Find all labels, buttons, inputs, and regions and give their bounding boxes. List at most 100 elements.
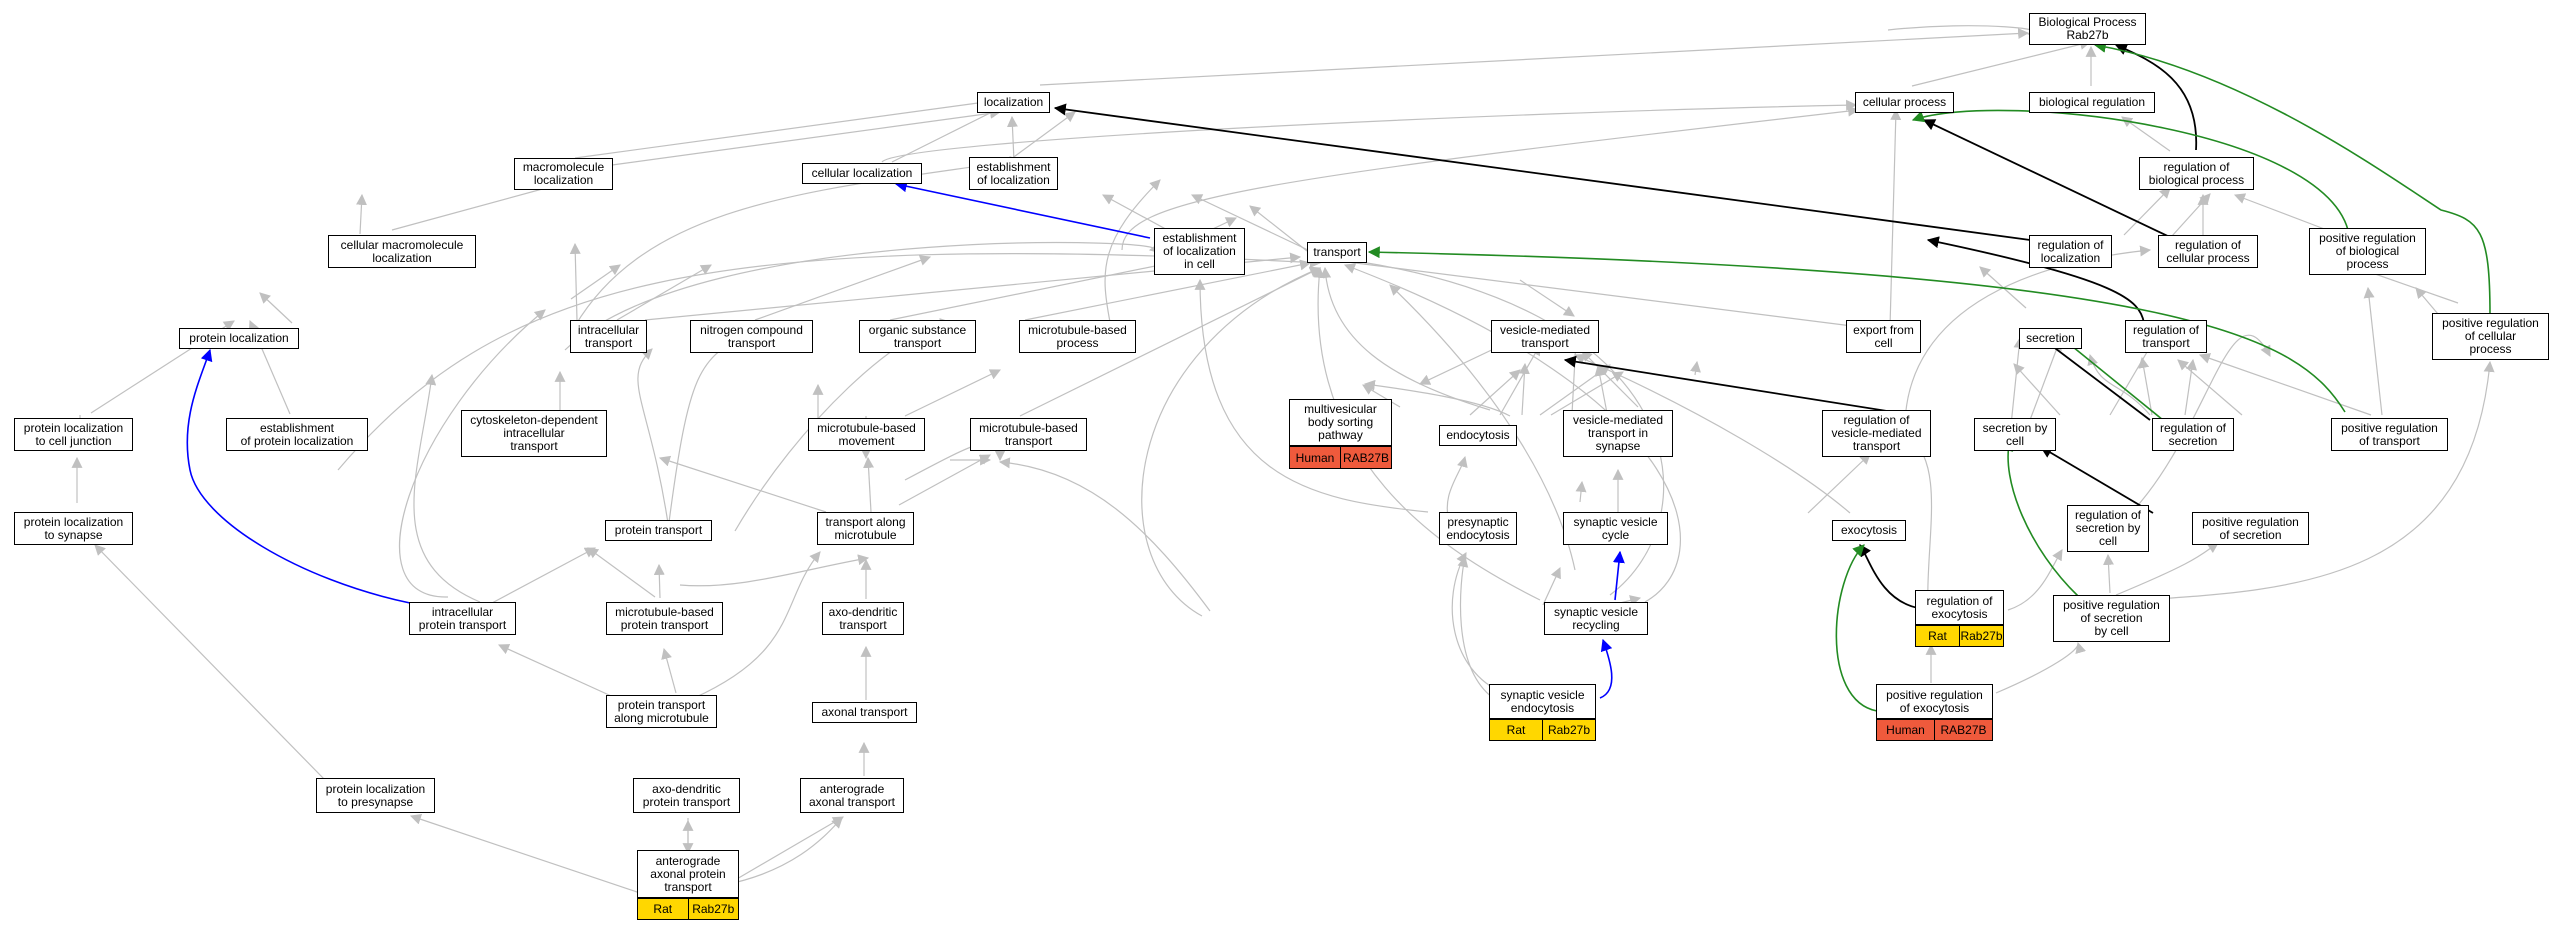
edge bbox=[1363, 379, 1511, 417]
node-presynaptic-endocytosis[interactable]: presynaptic endocytosis bbox=[1439, 512, 1517, 545]
edge bbox=[1690, 360, 1701, 376]
edge bbox=[2177, 359, 2243, 416]
node-positive-regulation-of-transport[interactable]: positive regulation of transport bbox=[2331, 418, 2448, 451]
node-positive-regulation-of-secretion-by-cell[interactable]: positive regulation of secretion by cell bbox=[2053, 595, 2170, 642]
edge bbox=[1887, 25, 2039, 39]
edge bbox=[1499, 344, 1541, 416]
edge bbox=[1006, 115, 1018, 162]
node-transport[interactable]: transport bbox=[1307, 242, 1367, 263]
edge bbox=[2198, 353, 2372, 416]
node-regulation-of-exocytosis[interactable]: regulation of exocytosis bbox=[1915, 590, 2004, 625]
node-export-from-cell[interactable]: export from cell bbox=[1846, 320, 1921, 353]
node-macromolecule-localization[interactable]: macromolecule localization bbox=[514, 158, 613, 190]
node-axo-dendritic-transport[interactable]: axo-dendritic transport bbox=[822, 602, 904, 635]
node-exocytosis[interactable]: exocytosis bbox=[1832, 520, 1906, 541]
positively-regulates-edges bbox=[1367, 40, 2491, 712]
node-regulation-of-localization[interactable]: regulation of localization bbox=[2029, 235, 2112, 268]
edge bbox=[1542, 567, 1561, 606]
node-protein-transport-along-microtubule[interactable]: protein transport along microtubule bbox=[606, 695, 717, 728]
node-cellular-process[interactable]: cellular process bbox=[1855, 92, 1954, 113]
node-endocytosis[interactable]: endocytosis bbox=[1439, 425, 1517, 446]
node-positive-regulation-of-cellular-process[interactable]: positive regulation of cellular process bbox=[2432, 313, 2549, 360]
node-establishment-of-protein-localization[interactable]: establishment of protein localization bbox=[226, 418, 368, 451]
edge bbox=[1575, 480, 1587, 503]
node-establishment-of-localization[interactable]: establishment of localization bbox=[969, 157, 1058, 190]
node-multivesicular-body-sorting-pathway[interactable]: multivesicular body sorting pathway bbox=[1289, 399, 1392, 446]
node-biological-regulation[interactable]: biological regulation bbox=[2029, 92, 2155, 113]
node-positive-regulation-of-secretion[interactable]: positive regulation of secretion bbox=[2192, 512, 2309, 545]
edge bbox=[863, 456, 875, 513]
node-protein-localization-to-presynapse[interactable]: protein localization to presynapse bbox=[316, 778, 435, 813]
edge bbox=[564, 241, 1161, 351]
node-secretion[interactable]: secretion bbox=[2019, 328, 2082, 349]
edge bbox=[729, 816, 844, 884]
node-protein-localization[interactable]: protein localization bbox=[179, 328, 299, 349]
edge bbox=[1053, 103, 2031, 241]
edge bbox=[497, 644, 621, 701]
edge bbox=[1859, 544, 1919, 609]
node-axo-dendritic-protein-transport[interactable]: axo-dendritic protein transport bbox=[633, 778, 740, 813]
node-anterograde-axonal-transport[interactable]: anterograde axonal transport bbox=[800, 778, 904, 813]
node-synaptic-vesicle-recycling[interactable]: synaptic vesicle recycling bbox=[1544, 602, 1648, 635]
node-intracellular-protein-transport[interactable]: intracellular protein transport bbox=[409, 602, 516, 635]
edge bbox=[2415, 287, 2439, 315]
edge bbox=[679, 554, 870, 587]
edge bbox=[1469, 369, 1521, 416]
node-protein-localization-to-cell-junction[interactable]: protein localization to cell junction bbox=[14, 418, 133, 451]
is-a-edges bbox=[71, 25, 2495, 894]
node-positive-regulation-of-exocytosis[interactable]: positive regulation of exocytosis bbox=[1876, 684, 1993, 719]
species-label: Rat bbox=[1506, 723, 1526, 737]
node-regulation-of-biological-process[interactable]: regulation of biological process bbox=[2139, 157, 2254, 190]
node-cellular-macromolecule-localization[interactable]: cellular macromolecule localization bbox=[328, 235, 476, 268]
node-microtubule-based-protein-transport[interactable]: microtubule-based protein transport bbox=[606, 602, 723, 635]
node-vesicle-mediated-transport-in-synapse[interactable]: vesicle-mediated transport in synapse bbox=[1563, 410, 1673, 457]
node-synaptic-vesicle-cycle[interactable]: synaptic vesicle cycle bbox=[1563, 512, 1668, 545]
node-intracellular-transport[interactable]: intracellular transport bbox=[570, 320, 647, 353]
node-microtubule-based-transport[interactable]: microtubule-based transport bbox=[970, 418, 1087, 451]
annotation-anterograde-axonal-protein-transport: Rat Rab27b bbox=[637, 898, 739, 920]
edge bbox=[1367, 246, 2346, 413]
node-establishment-of-localization-in-cell[interactable]: establishment of localization in cell bbox=[1154, 228, 1245, 275]
edge bbox=[356, 193, 367, 235]
node-localization[interactable]: localization bbox=[977, 92, 1050, 113]
node-organic-substance-transport[interactable]: organic substance transport bbox=[859, 320, 976, 353]
node-nitrogen-compound-transport[interactable]: nitrogen compound transport bbox=[690, 320, 813, 353]
edge bbox=[2115, 542, 2219, 596]
node-biological-process-rab27b[interactable]: Biological Process Rab27b bbox=[2029, 13, 2146, 45]
node-regulation-of-secretion-by-cell[interactable]: regulation of secretion by cell bbox=[2067, 505, 2149, 552]
edge bbox=[889, 259, 1172, 321]
node-microtubule-based-movement[interactable]: microtubule-based movement bbox=[808, 418, 925, 451]
edge bbox=[574, 95, 1002, 159]
edge bbox=[754, 255, 932, 321]
node-regulation-of-secretion[interactable]: regulation of secretion bbox=[2152, 418, 2234, 451]
node-cellular-localization[interactable]: cellular localization bbox=[802, 163, 922, 184]
node-protein-transport[interactable]: protein transport bbox=[605, 520, 712, 541]
node-microtubule-based-process[interactable]: microtubule-based process bbox=[1019, 320, 1136, 353]
edge bbox=[1599, 638, 1613, 699]
node-cytoskeleton-dependent-intracellular-transport[interactable]: cytoskeleton-dependent intracellular tra… bbox=[461, 410, 607, 457]
edge bbox=[1451, 552, 1504, 694]
species-label: Human bbox=[1295, 450, 1335, 465]
edge bbox=[2001, 438, 2079, 597]
edge bbox=[259, 292, 293, 324]
node-synaptic-vesicle-endocytosis[interactable]: synaptic vesicle endocytosis bbox=[1489, 684, 1596, 719]
node-regulation-of-transport[interactable]: regulation of transport bbox=[2125, 320, 2207, 353]
edge bbox=[186, 348, 411, 604]
edge bbox=[616, 264, 712, 321]
node-regulation-of-vesicle-mediated-transport[interactable]: regulation of vesicle-mediated transport bbox=[1822, 410, 1931, 457]
edge bbox=[1010, 111, 1076, 160]
edge bbox=[2007, 549, 2063, 611]
node-secretion-by-cell[interactable]: secretion by cell bbox=[1974, 418, 2056, 451]
node-axonal-transport[interactable]: axonal transport bbox=[812, 702, 917, 723]
edge bbox=[667, 328, 756, 531]
node-vesicle-mediated-transport[interactable]: vesicle-mediated transport bbox=[1491, 320, 1599, 353]
node-regulation-of-cellular-process[interactable]: regulation of cellular process bbox=[2158, 235, 2258, 268]
node-positive-regulation-of-biological-process[interactable]: positive regulation of biological proces… bbox=[2309, 228, 2426, 275]
edge bbox=[1121, 105, 1860, 251]
node-transport-along-microtubule[interactable]: transport along microtubule bbox=[817, 512, 914, 545]
node-anterograde-axonal-protein-transport[interactable]: anterograde axonal protein transport bbox=[637, 850, 739, 898]
edge bbox=[661, 647, 677, 694]
node-protein-localization-to-synapse[interactable]: protein localization to synapse bbox=[14, 512, 133, 545]
annotation-synaptic-vesicle-endocytosis: Rat Rab27b bbox=[1489, 719, 1596, 741]
edge bbox=[2184, 358, 2198, 416]
